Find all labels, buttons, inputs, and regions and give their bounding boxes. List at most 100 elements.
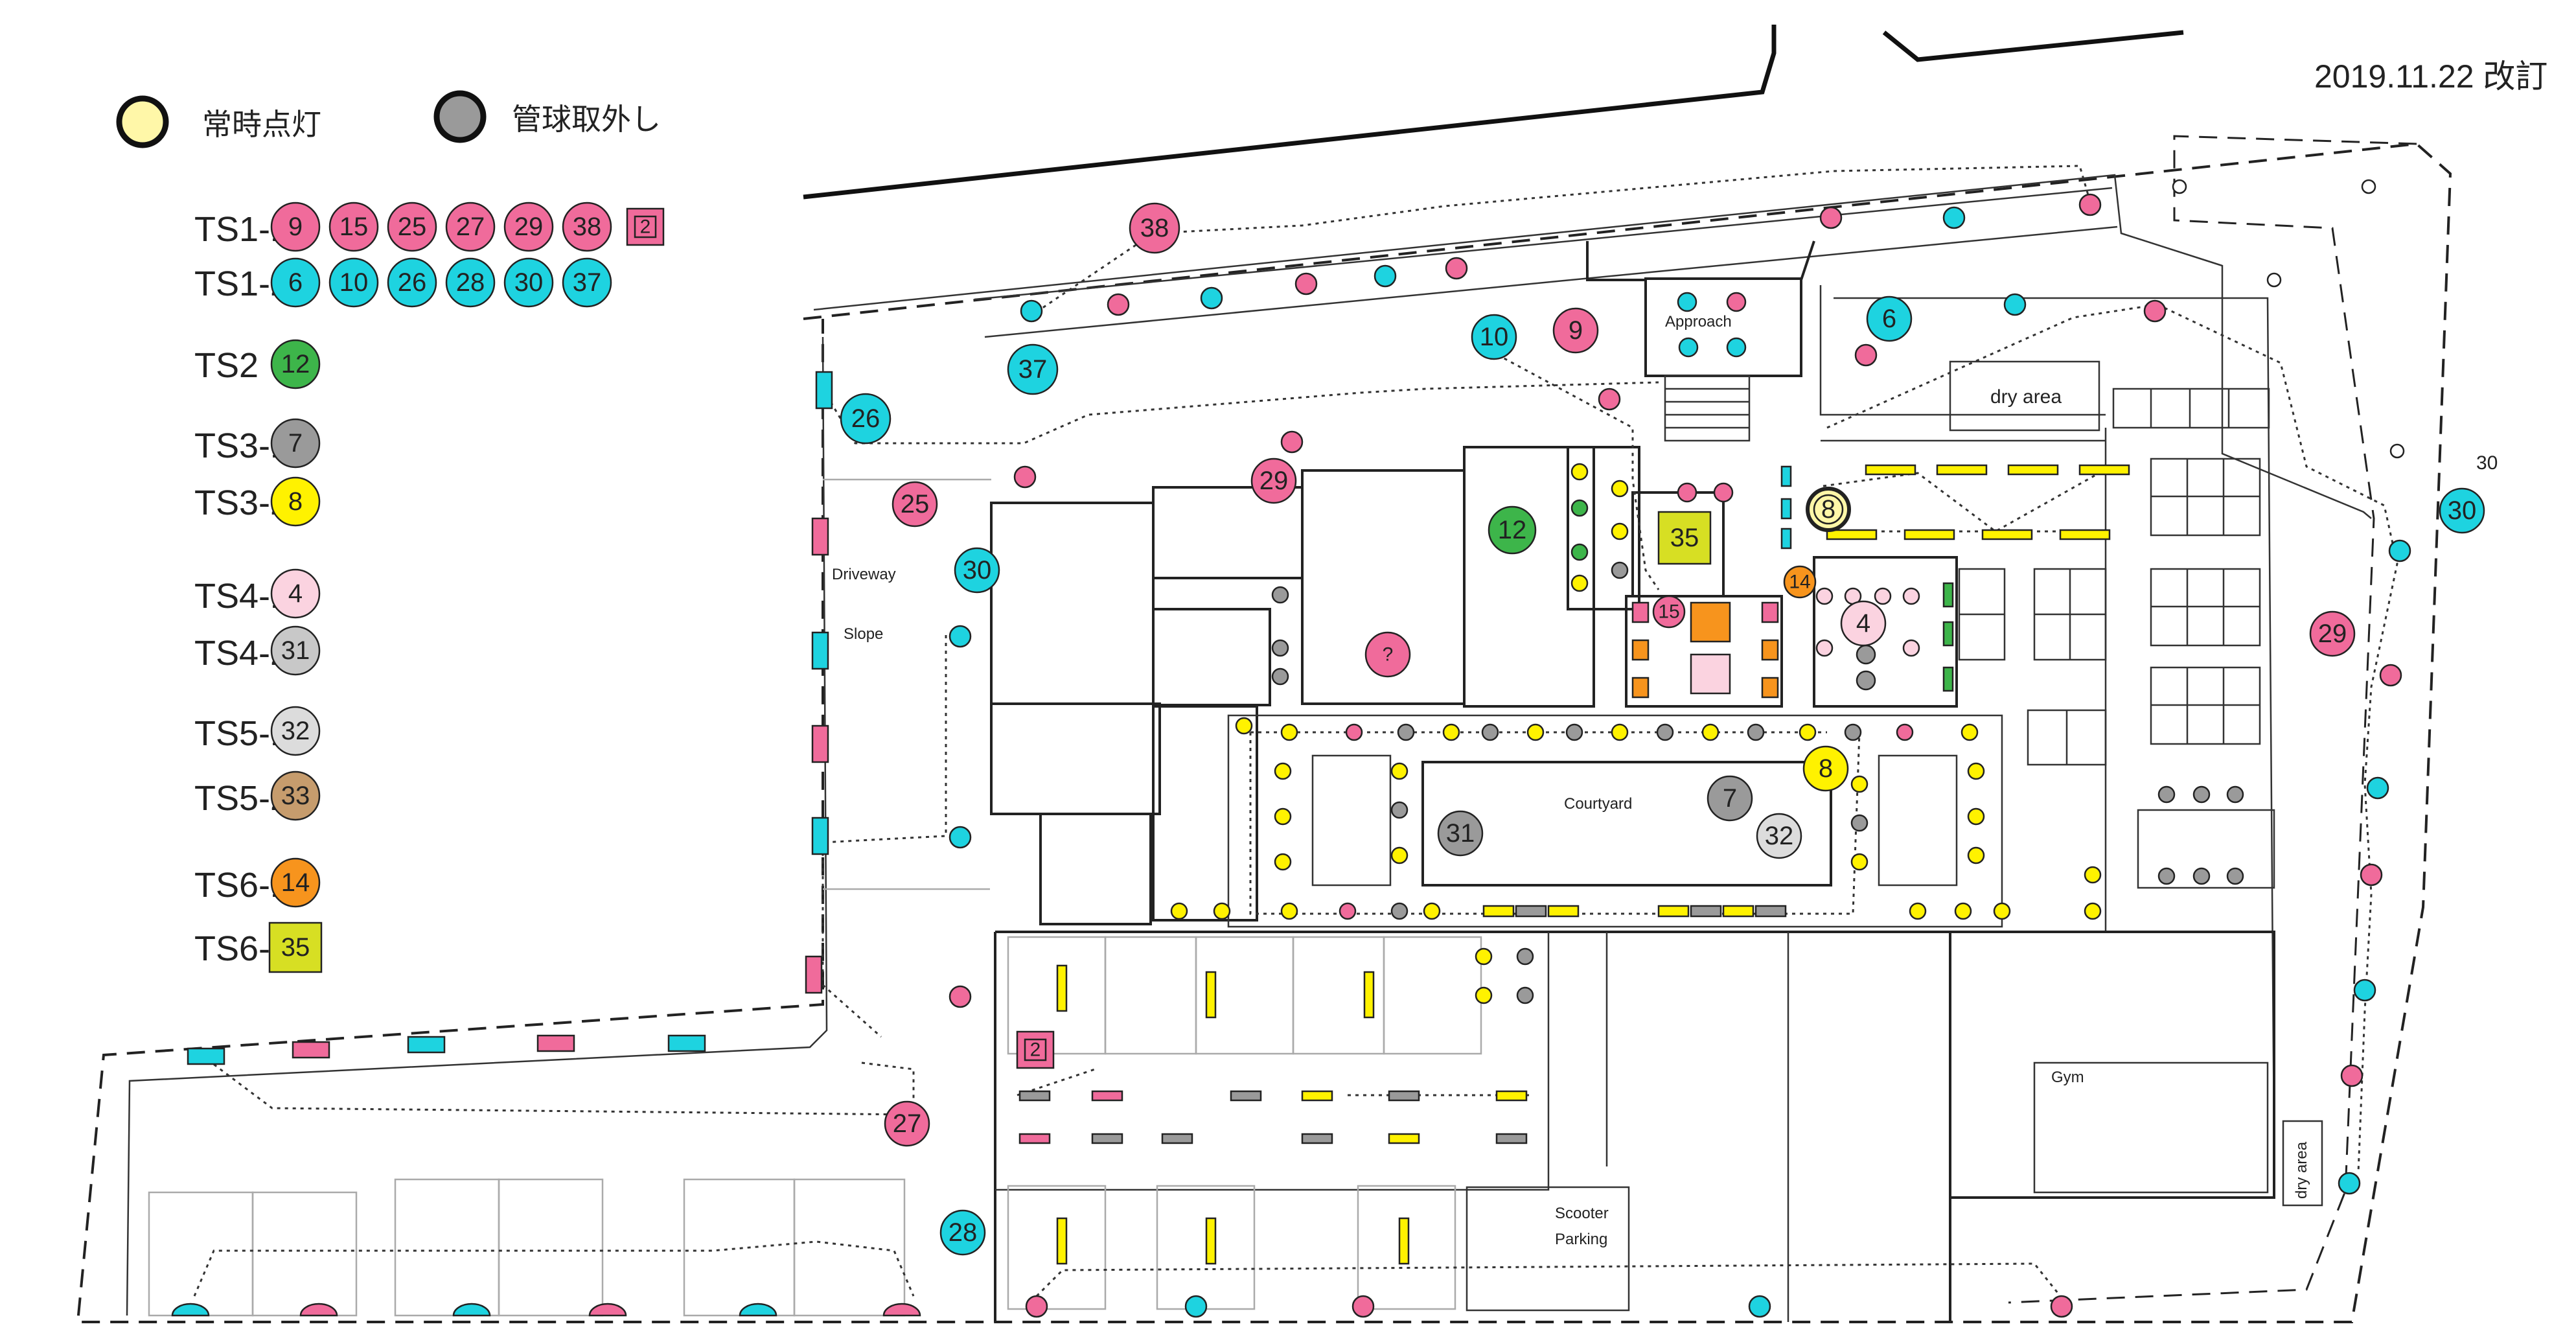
scooter-parking xyxy=(1466,1186,1630,1312)
marker-30a xyxy=(954,547,1000,594)
legend-row-ts5-1: TS5-1 32 xyxy=(194,706,321,756)
right-room xyxy=(2112,388,2270,429)
west-room xyxy=(1152,608,1271,706)
south-wing-walls xyxy=(995,932,1789,1322)
circuit-number: 32 xyxy=(281,717,310,745)
route-parking-inner xyxy=(1017,1068,1529,1096)
marker-28 xyxy=(939,1209,986,1256)
right-wing-wall xyxy=(1819,285,2275,1141)
approach-wall xyxy=(1586,240,1815,281)
circuit-swatch xyxy=(270,706,321,756)
marker-26 xyxy=(840,393,891,445)
circuit-swatch xyxy=(270,257,321,308)
edge-number: 30 xyxy=(2476,452,2498,474)
tube-removed-swatch-icon xyxy=(433,90,487,143)
wall-light-cyan xyxy=(811,817,829,855)
circuit-number: 9 xyxy=(288,213,303,241)
slope-label: Slope xyxy=(844,625,883,643)
marker-6 xyxy=(1866,296,1913,342)
marker-29a xyxy=(1250,458,1297,504)
buildings: Approach dry area Cou xyxy=(148,187,2498,1322)
circuit-number: 29 xyxy=(514,213,544,241)
legend-row-ts6-1: TS6-1 14 xyxy=(194,857,321,908)
window-grids xyxy=(1958,458,2261,766)
legend-row-ts3-2: TS3-2 8 xyxy=(194,476,321,527)
marker-31-label: 31 xyxy=(1446,819,1475,848)
site-boundary xyxy=(76,142,2452,1323)
legend-tube-removed: 管球取外し xyxy=(433,90,661,143)
marker-15 xyxy=(1652,595,1686,629)
circuit-swatch xyxy=(270,568,321,619)
wall-light-pink xyxy=(805,955,823,994)
ground-light xyxy=(739,1303,777,1317)
circuit-swatch xyxy=(445,202,496,252)
marker-38 xyxy=(1129,202,1180,254)
marker-15-label: 15 xyxy=(1658,601,1679,623)
driveway-label: Driveway xyxy=(832,566,896,583)
circuit-number: 28 xyxy=(456,268,485,297)
west-room xyxy=(990,502,1155,705)
route-east xyxy=(2157,303,2398,1174)
marker-38-label: 38 xyxy=(1140,214,1169,242)
approach-steps xyxy=(1664,375,1751,442)
west-room xyxy=(1152,705,1258,922)
legend-row-ts1-2: TS1-2 6 10 26 28 30 37 xyxy=(194,257,612,308)
marker-9 xyxy=(1552,307,1599,354)
circuit-box-inner xyxy=(634,215,657,238)
marker-7 xyxy=(1707,775,1753,822)
wall-light-cyan xyxy=(811,631,829,670)
ground-light xyxy=(882,1303,921,1317)
parking-label: Parking xyxy=(1555,1231,1607,1248)
ground-light xyxy=(588,1303,627,1317)
ground-light xyxy=(299,1303,338,1317)
marker-37-label: 37 xyxy=(1018,355,1048,384)
site-wall xyxy=(126,336,828,1316)
parking-bays xyxy=(148,936,1482,1317)
legend-always-on: 常時点灯 xyxy=(116,95,321,148)
site-boundaries xyxy=(76,25,2452,1323)
marker-28-label: 28 xyxy=(949,1218,978,1247)
legend-always-on-label: 常時点灯 xyxy=(202,108,321,141)
right-wing-wall xyxy=(1821,428,2107,933)
marker-14-label: 14 xyxy=(1789,572,1810,593)
site-wall xyxy=(813,174,2372,519)
circuit-swatch xyxy=(270,418,321,469)
driveway-lines xyxy=(823,478,991,890)
circuit-swatch xyxy=(503,257,554,308)
room-east xyxy=(1813,556,1958,708)
marker-12-label: 12 xyxy=(1498,516,1527,544)
courtyard-side-room xyxy=(1878,754,1958,887)
marker-29a-label: 29 xyxy=(1259,467,1289,495)
wall-light-pink xyxy=(292,1041,330,1059)
circuit-swatch xyxy=(270,339,321,389)
revision-date: 2019.11.22 改訂 xyxy=(2314,58,2547,95)
courtyard-label: Courtyard xyxy=(1564,795,1632,813)
marker-4 xyxy=(1840,600,1887,647)
gym-wing xyxy=(1949,931,2275,1199)
marker-4-label: 4 xyxy=(1856,609,1870,638)
route-south xyxy=(1035,1262,2062,1297)
route-south-drive xyxy=(194,1049,915,1116)
road-line xyxy=(1882,30,2184,62)
west-room xyxy=(990,702,1161,815)
circuit-number: 15 xyxy=(339,213,369,241)
circuit-number: 35 xyxy=(281,933,310,962)
gym-side-room xyxy=(2137,809,2275,889)
wall-light-pink xyxy=(811,724,829,763)
circuit-swatch xyxy=(270,625,321,676)
circuit-swatch xyxy=(387,257,437,308)
circuit-swatch xyxy=(270,476,321,527)
marker-32 xyxy=(1756,813,1802,859)
marker-25 xyxy=(891,481,938,527)
corridor xyxy=(1227,714,2003,928)
circuit-swatch xyxy=(270,857,321,908)
circuit-swatch xyxy=(445,257,496,308)
marker-10-label: 10 xyxy=(1480,323,1509,351)
ts6-2-fixture xyxy=(1657,511,1712,565)
marker-9-label: 9 xyxy=(1569,316,1583,345)
legend-row-ts4-2: TS4-2 31 xyxy=(194,625,321,676)
marker-31 xyxy=(1437,810,1484,857)
circuit-number: 12 xyxy=(281,350,310,378)
marker-37 xyxy=(1007,343,1059,395)
marker-27 xyxy=(884,1100,930,1147)
